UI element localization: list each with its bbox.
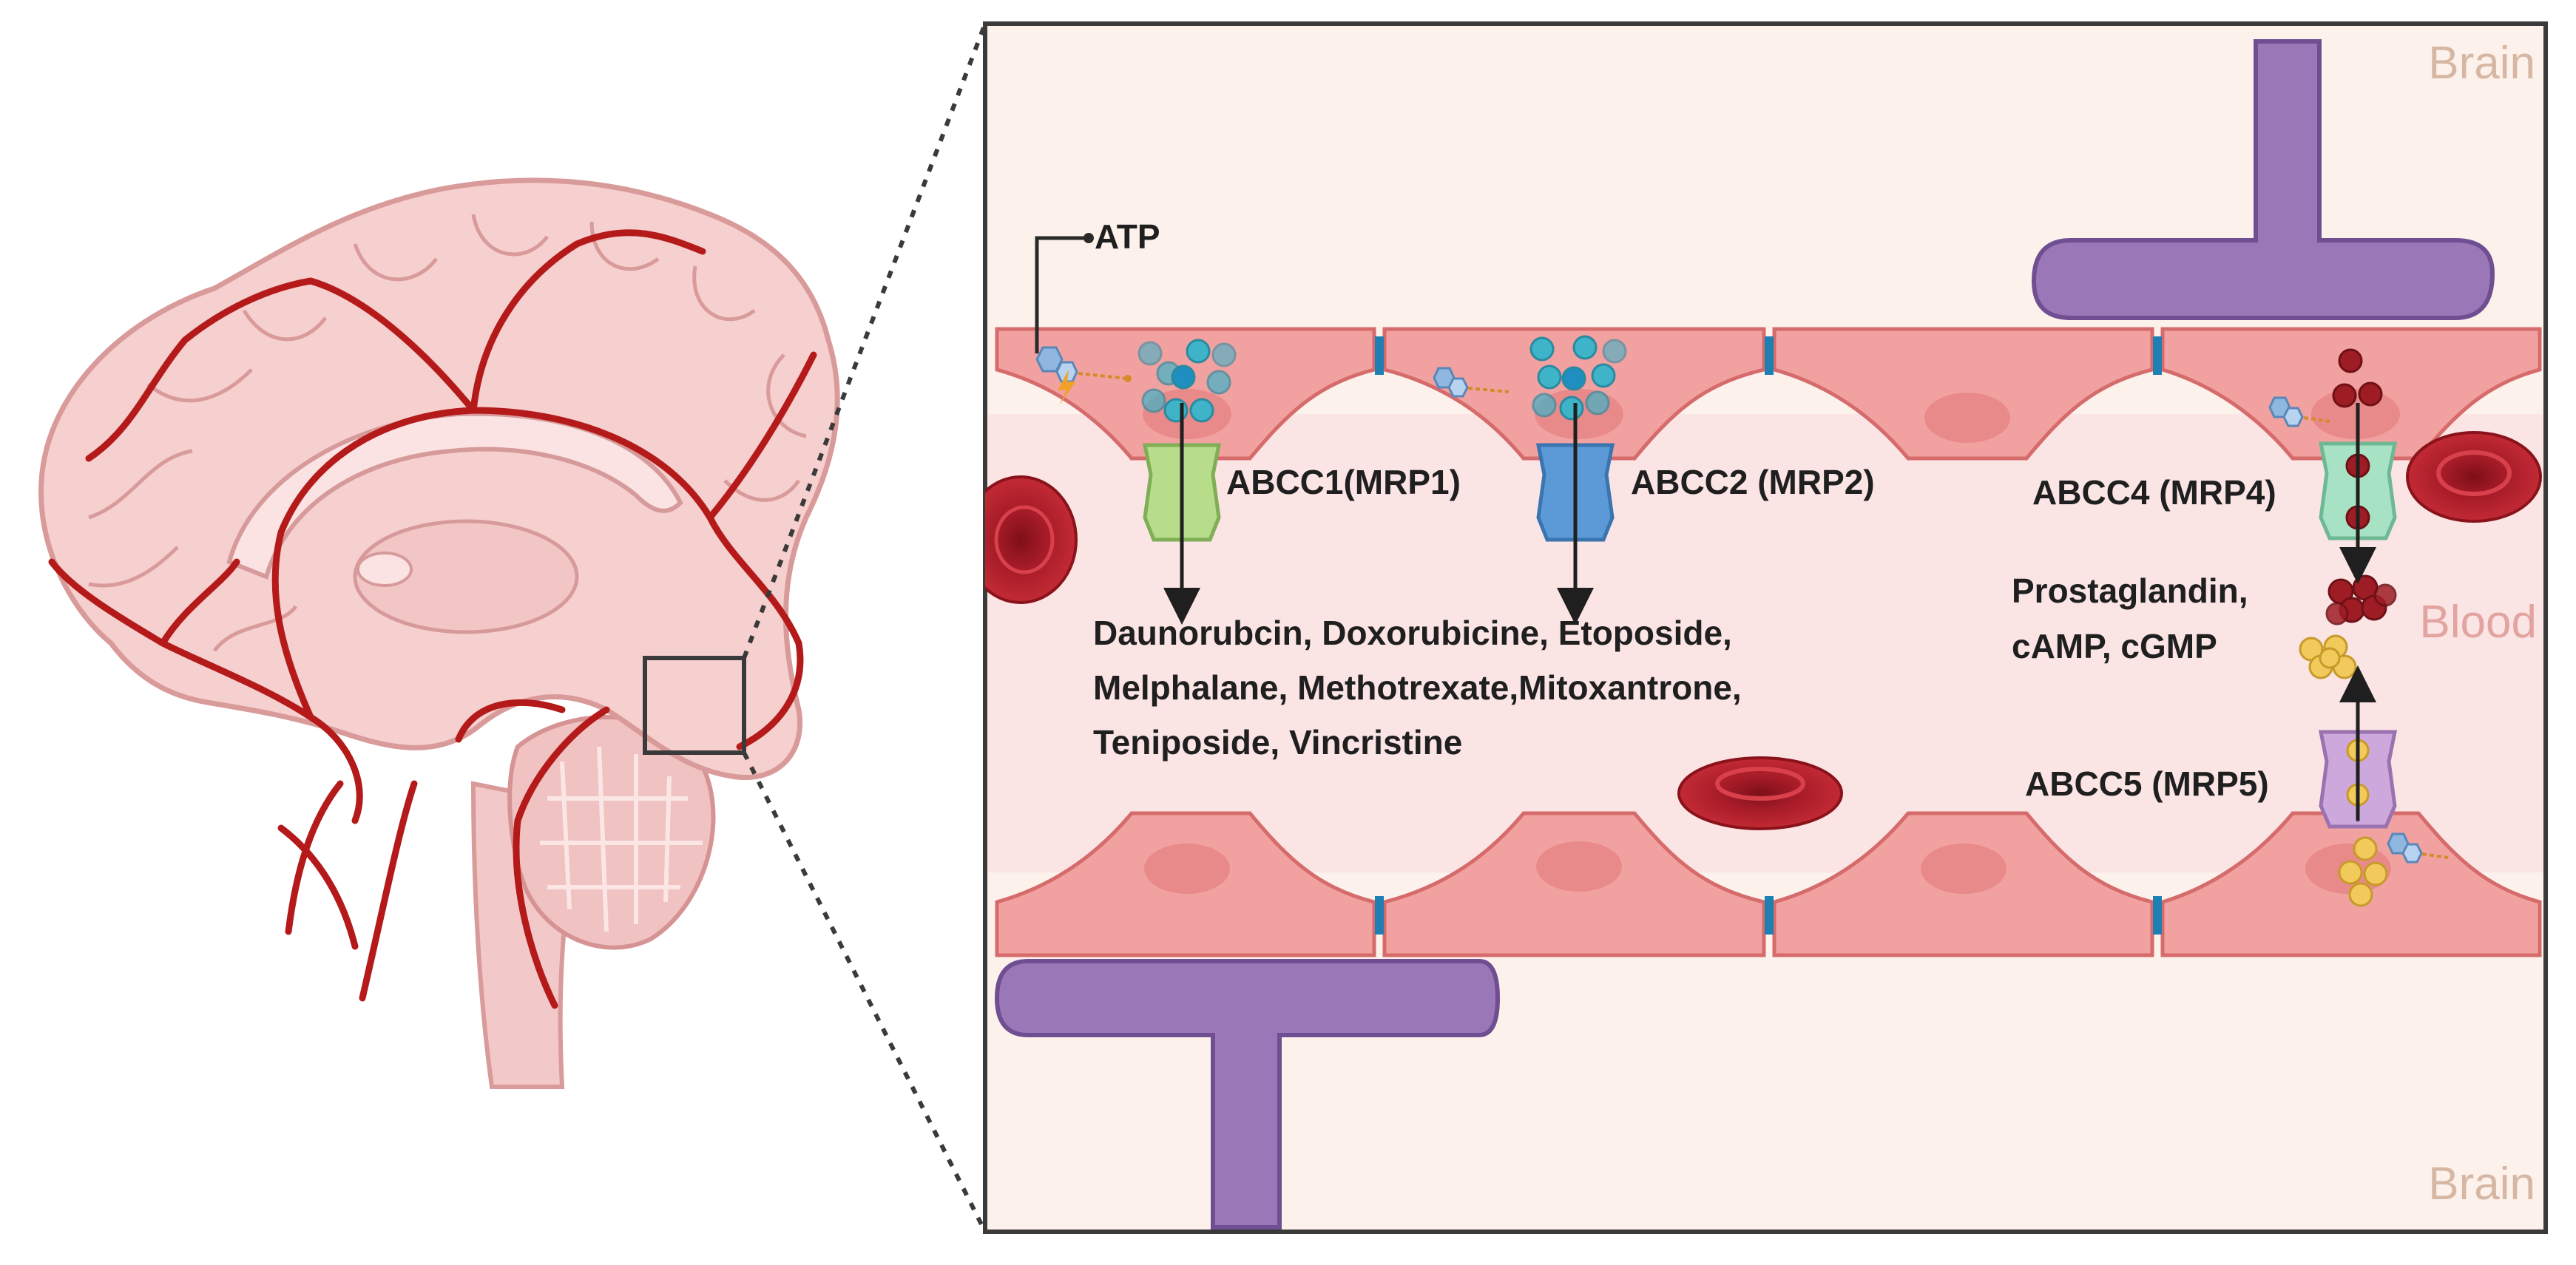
- abcc2-molecules: [1433, 335, 1627, 421]
- cerebellum-folia: [540, 746, 703, 932]
- nucleus: [1924, 393, 2010, 443]
- zoom-region-box: [643, 656, 746, 755]
- tight-junction: [1375, 896, 1384, 935]
- abcc2-label: ABCC2 (MRP2): [1631, 463, 1875, 501]
- red-blood-cell: [985, 475, 1078, 604]
- brain-sagittal-illustration: [38, 22, 987, 1233]
- tight-junction: [2153, 336, 2162, 375]
- region-label-brain-top: Brain: [2428, 38, 2535, 89]
- abcc5-molecules: [2299, 634, 2449, 907]
- brain-arteries: [48, 229, 817, 1009]
- tight-junction: [1765, 896, 1774, 935]
- astrocyte-endfoot-top: [2031, 39, 2495, 320]
- region-label-blood: Blood: [2419, 597, 2537, 648]
- tight-junction: [1375, 336, 1384, 375]
- abcc4-label: ABCC4 (MRP4): [2032, 473, 2276, 512]
- cerebrum: [38, 177, 840, 780]
- abcc4-substrates-line-2: cAMP, cGMP: [2012, 627, 2217, 665]
- astrocyte-endfoot-bottom: [994, 959, 1501, 1230]
- red-blood-cell: [2406, 431, 2542, 523]
- red-blood-cells: [985, 431, 2542, 830]
- drug-list-line-3: Teniposide, Vincristine: [1093, 723, 1462, 762]
- nuclei-bottom: [1144, 841, 2391, 894]
- tight-junction: [2153, 896, 2162, 935]
- tight-junctions-bottom: [1375, 896, 2162, 935]
- nucleus: [1144, 844, 1230, 894]
- abcc5-label: ABCC5 (MRP5): [2025, 764, 2269, 803]
- cortical-sulci: [88, 214, 807, 652]
- lightning-icon: [1058, 370, 1076, 405]
- thalamus: [353, 519, 579, 634]
- thalamus-nucleus: [356, 552, 413, 587]
- atp-marker: [1035, 233, 1129, 405]
- blood-brain-barrier-panel: Brain Blood Brain ATP ABCC1(MRP1) ABCC2 …: [983, 21, 2548, 1234]
- atp-label: ATP: [1095, 217, 1160, 256]
- nucleus: [1921, 844, 2007, 894]
- tight-junction: [1765, 336, 1774, 375]
- abcc4-substrates-line-1: Prostaglandin,: [2012, 572, 2248, 610]
- zoom-connector-bottom: [742, 751, 987, 1233]
- drug-list-line-2: Melphalane, Methotrexate,Mitoxantrone,: [1093, 668, 1742, 707]
- abcc1-label: ABCC1(MRP1): [1226, 463, 1461, 501]
- region-label-brain-bottom: Brain: [2428, 1159, 2535, 1210]
- red-blood-cell: [1677, 756, 1843, 830]
- tight-junctions-top: [1375, 336, 2162, 375]
- drug-list-line-1: Daunorubcin, Doxorubicine, Etoposide,: [1093, 614, 1732, 652]
- nucleus: [1536, 841, 1622, 892]
